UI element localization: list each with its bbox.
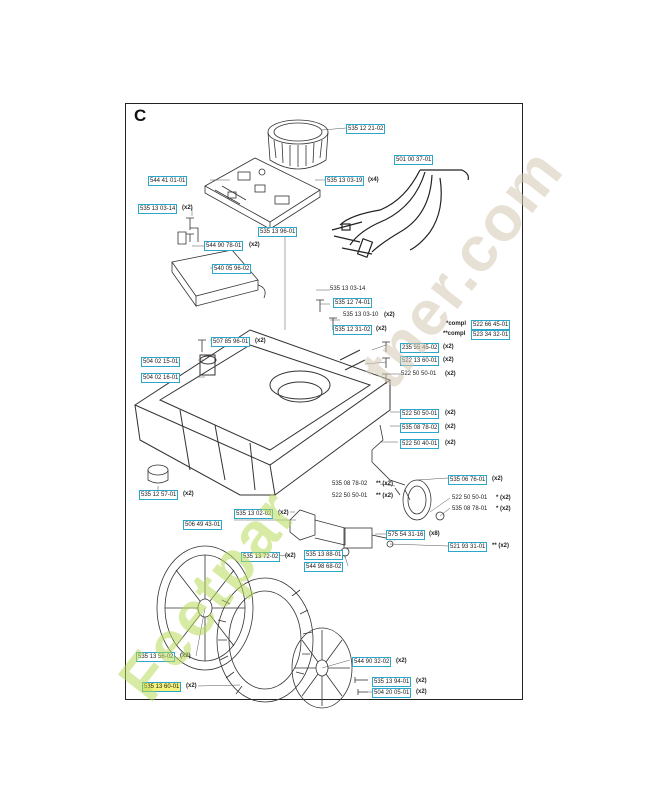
quantity-label: * (x2) (496, 506, 511, 512)
quantity-label: * (x2) (496, 495, 511, 501)
part-label: 535 13 56-02 (136, 652, 176, 662)
wire-harness-drawing (331, 169, 469, 258)
quantity-label: (x2) (416, 678, 427, 684)
quantity-label: (x2) (445, 440, 456, 446)
part-label: 522 50 40-01 (400, 439, 440, 449)
part-label: 535 12 21-02 (346, 124, 386, 134)
part-label: 535 13 03-14 (330, 286, 366, 292)
part-label: 535 12 57-01 (139, 490, 179, 500)
part-label: 535 13 94-01 (372, 677, 412, 687)
quantity-label: (x2) (180, 653, 191, 659)
part-label: 507 85 96-01 (211, 337, 251, 347)
quantity-label: (x2) (492, 476, 503, 482)
part-label: 535 06 76-01 (448, 475, 488, 485)
part-label: 504 02 16-01 (141, 373, 181, 383)
part-label: 575 54 31-16 (386, 530, 426, 540)
part-label: 535 13 96-01 (258, 227, 298, 237)
quantity-label: (x2) (445, 410, 456, 416)
part-label: 535 13 88-01 (304, 550, 344, 560)
quantity-label: *compl (446, 321, 467, 327)
quantity-label: (x8) (429, 531, 440, 537)
part-label: 523 34 32-01 (471, 330, 511, 340)
quantity-label: (x2) (285, 553, 296, 559)
chassis-drawing (133, 329, 392, 496)
quantity-label: (x2) (416, 689, 427, 695)
part-label: 522 50 50-01 (400, 409, 440, 419)
wheel-rim-drawing (156, 545, 254, 671)
part-label: 535 12 31-02 (333, 325, 373, 335)
quantity-label: (x2) (384, 312, 395, 318)
battery-drawing (171, 227, 266, 308)
quantity-label: (x4) (368, 177, 379, 183)
quantity-label: (x2) (445, 371, 456, 377)
part-label: 535 13 03-10 (343, 312, 379, 318)
quantity-label: (x2) (443, 344, 454, 350)
part-label: 544 90 32-02 (352, 657, 392, 667)
quantity-label: (x2) (182, 205, 193, 211)
part-label: 522 66 45-01 (471, 320, 511, 330)
hub-screw-drawings (354, 677, 368, 695)
part-label: 501 00 37-01 (394, 155, 434, 165)
part-label: 535 13 03-14 (138, 204, 178, 214)
part-label: 535 12 74-01 (333, 298, 373, 308)
part-label: 235 55 45-02 (400, 343, 440, 353)
part-label-highlighted: 535 13 60-01 (142, 682, 182, 692)
part-label: 535 13 03-19 (325, 176, 365, 186)
part-label: 522 50 50-01 (452, 495, 488, 501)
motor-drum-drawing (267, 119, 329, 170)
part-label: 522 50 50-01 (332, 493, 368, 499)
part-label: 506 49 43-01 (183, 520, 223, 530)
tire-drawing (216, 577, 314, 703)
quantity-label: (x2) (376, 326, 387, 332)
quantity-label: (x2) (396, 658, 407, 664)
quantity-label: ** (x2) (376, 493, 394, 499)
hub-cap-drawing (291, 627, 353, 709)
quantity-label: (x2) (443, 357, 454, 363)
part-label: 544 41 01-01 (148, 176, 188, 186)
quantity-label: ** (x2) (492, 543, 510, 549)
part-label: 544 98 68-02 (304, 562, 344, 572)
part-label: 521 93 31-01 (448, 542, 488, 552)
quantity-label: ** (x2) (376, 481, 394, 487)
circuit-board-drawing (204, 157, 321, 230)
part-label: 540 05 96-02 (212, 264, 252, 274)
quantity-label: (x2) (183, 491, 194, 497)
part-label: 504 20 05-01 (372, 688, 412, 698)
quantity-label: (x2) (255, 338, 266, 344)
quantity-label: (x2) (249, 242, 260, 248)
part-label: 535 13 02-02 (234, 509, 274, 519)
part-label: 504 02 15-01 (141, 357, 181, 367)
part-label: 535 08 78-02 (332, 481, 368, 487)
part-label: 535 08 78-02 (400, 423, 440, 433)
quantity-label: (x2) (186, 683, 197, 689)
section-letter: C (134, 106, 147, 125)
diagram-frame (125, 103, 523, 700)
foot-drawing (147, 464, 169, 484)
quantity-label: **compl (443, 331, 466, 337)
quantity-label: (x2) (445, 424, 456, 430)
part-label: 522 50 50-01 (401, 371, 437, 377)
part-label: 535 13 72-02 (241, 552, 281, 562)
quantity-label: (x2) (278, 510, 289, 516)
part-label: 522 13 60-01 (400, 356, 440, 366)
part-label: 535 08 78-01 (452, 506, 488, 512)
part-label: 544 90 78-01 (204, 241, 244, 251)
